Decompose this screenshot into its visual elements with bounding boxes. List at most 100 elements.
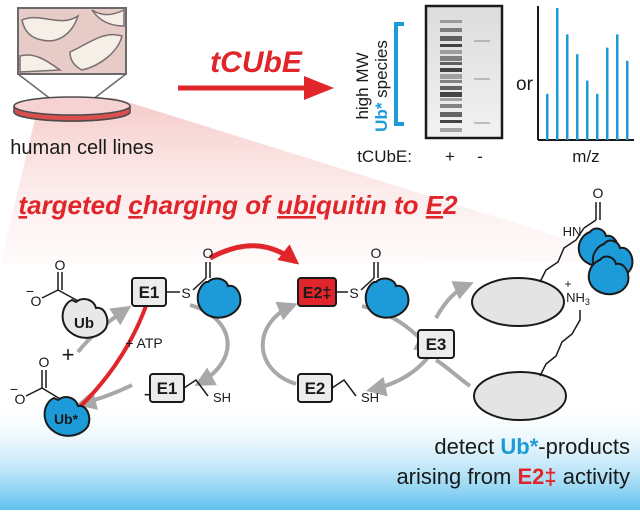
footer-line1-prefix: detect <box>434 434 500 459</box>
gel-band <box>440 86 462 90</box>
headline-part-7: 2 <box>442 190 458 220</box>
gel-band <box>440 74 462 79</box>
substrate-into-e3-arrow <box>434 358 472 388</box>
lens-cone <box>17 73 127 101</box>
footer-line2-prefix: arising from <box>396 464 517 489</box>
gel-band-minus <box>474 40 490 42</box>
ub-star-carbonyl-o: O <box>39 354 50 370</box>
gel-label-species-line: Ub* species <box>372 40 391 132</box>
gel-lanes-label: tCUbE: <box>357 147 412 166</box>
gel-band-minus <box>474 78 490 80</box>
ms-bar <box>566 34 569 140</box>
ms-xlabel: m/z <box>572 147 599 166</box>
gel-band <box>440 62 462 65</box>
footer-line-1: detect Ub*-products <box>434 434 630 459</box>
gel-band <box>440 68 462 72</box>
e2-free-thiol: E2 SH <box>297 373 379 405</box>
headline-part-5: quitin to <box>316 190 426 220</box>
gel-label-species: species <box>372 40 391 102</box>
e2-free-label: E2 <box>305 379 326 398</box>
gel-band <box>440 128 462 132</box>
plus-sign: + <box>62 342 75 367</box>
footer-line1-highlight: Ub* <box>500 434 538 459</box>
e1-ub-star-blob <box>196 277 242 319</box>
e1-to-e2-transfer-arrow <box>208 243 300 265</box>
ub-star-o-charge: − <box>10 381 18 397</box>
gel-band <box>440 28 462 32</box>
ub-star-acid: O O − Ub* <box>10 354 91 437</box>
e1-free-thiol: E1 SH <box>149 373 231 405</box>
gel-band <box>440 44 462 47</box>
e1-free-label: E1 <box>157 379 178 398</box>
headline-part-4: ubi <box>277 190 317 220</box>
e2-thioester-o: O <box>371 245 382 261</box>
tcube-arrowhead <box>304 76 334 100</box>
substrate-protein-top <box>471 277 565 327</box>
ub-o-minus: O <box>31 293 42 309</box>
footer-line-2: arising from E2‡ activity <box>396 464 630 489</box>
ms-bar <box>586 80 589 140</box>
ms-bar <box>616 34 619 140</box>
headline-part-3: harging of <box>143 190 277 220</box>
gel-band <box>440 120 462 123</box>
cell-image <box>17 7 127 75</box>
amide-o: O <box>593 185 604 201</box>
footer-line2-highlight: E2‡ <box>517 464 556 489</box>
ub-carbonyl-o: O <box>55 257 66 273</box>
headline-part-1: argeted <box>27 190 128 220</box>
substrate-protein-bottom <box>473 371 567 421</box>
e3-box <box>417 329 455 359</box>
or-label: or <box>516 74 534 95</box>
nh3-subscript: 3 <box>585 297 590 307</box>
gel-band <box>440 98 462 101</box>
gel-band <box>440 50 462 54</box>
culture-dish <box>13 96 131 122</box>
nh3-charge: + <box>564 277 571 291</box>
ms-bar <box>576 54 579 141</box>
ms-bar <box>626 60 629 140</box>
gel-lane-plus: + <box>445 147 455 166</box>
gel-band-minus <box>474 122 490 124</box>
gel-band <box>440 80 462 83</box>
gel-band <box>440 56 462 61</box>
e1-thioester-o: O <box>203 245 214 261</box>
ms-bar <box>556 8 559 140</box>
gel-label-ub: Ub* <box>372 102 391 132</box>
amine-nh3: NH3 <box>566 290 590 307</box>
e1-sh-group: SH <box>213 390 231 405</box>
e2-thioester-s: S <box>349 285 358 301</box>
headline: targeted charging of ubiquitin to E2 <box>18 190 458 220</box>
mass-spec-chart <box>537 6 634 141</box>
e1-thioester: E1 S O <box>131 245 242 319</box>
e1-transfer-right-arc <box>260 301 298 386</box>
cell-lines-label: human cell lines <box>10 137 153 159</box>
gel-vertical-label: high MW Ub* species <box>353 40 391 132</box>
ub-star-blob <box>43 396 91 437</box>
gel-label-high-mw: high MW <box>353 52 372 119</box>
lysine-substrate: NH3 + <box>473 277 590 421</box>
ub-star-o-minus: O <box>15 391 26 407</box>
ms-bar <box>596 93 599 140</box>
ubiquitinated-substrate: HN O <box>471 185 634 327</box>
ub-o-charge: − <box>26 283 34 299</box>
gel-band <box>440 92 462 97</box>
poly-ub-3 <box>587 255 630 296</box>
e2-ub-star-blob <box>364 277 410 319</box>
gel-lane-minus: - <box>477 147 483 166</box>
ms-bar <box>546 93 549 140</box>
e3-label: E3 <box>426 335 447 354</box>
gel-band <box>440 104 462 108</box>
e2-dagger-label: E2‡ <box>303 285 331 302</box>
ub-star-label: Ub* <box>54 411 79 427</box>
e2-sh-group: SH <box>361 390 379 405</box>
ub-blob <box>61 298 109 339</box>
headline-part-6: E <box>426 190 444 220</box>
e2-dagger-thioester: E2‡ S O <box>297 245 410 319</box>
e3-to-product-arrow <box>434 281 474 319</box>
e1-thioester-s: S <box>181 285 190 301</box>
gel-band <box>440 20 462 23</box>
ms-bar <box>606 47 609 140</box>
headline-part-0: t <box>18 190 28 220</box>
projection-beam <box>0 98 640 265</box>
